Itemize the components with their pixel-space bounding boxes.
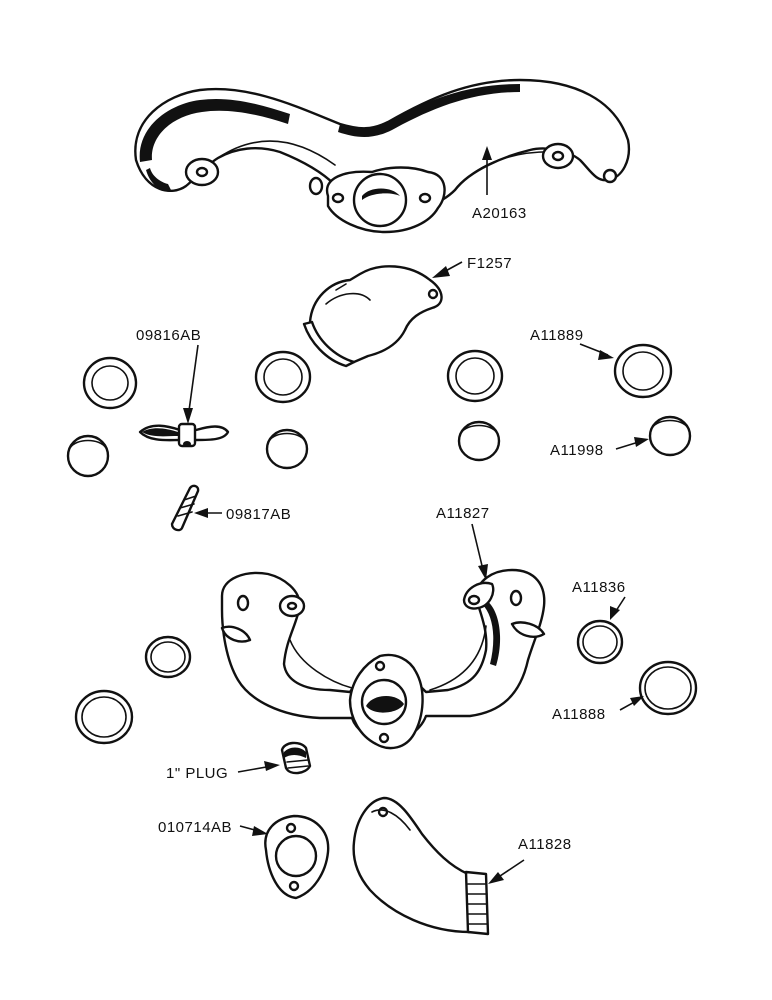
label-010714ab: 010714AB	[158, 819, 268, 836]
label-010714ab-text: 010714AB	[158, 819, 232, 836]
label-a20163-text: A20163	[472, 205, 527, 222]
flange-gasket	[264, 814, 330, 900]
label-a11998-text: A11998	[550, 442, 604, 459]
label-09816ab: 09816AB	[136, 327, 201, 424]
ring-split-left	[144, 635, 192, 679]
label-09817ab: 09817AB	[194, 506, 291, 523]
exhaust-manifold	[134, 78, 631, 234]
intake-manifold	[220, 568, 546, 750]
label-a11836: A11836	[572, 579, 626, 620]
label-a11889: A11889	[530, 327, 614, 360]
split-ring	[576, 619, 624, 665]
label-a20163: A20163	[472, 146, 527, 222]
label-f1257-text: F1257	[467, 255, 512, 272]
label-09817ab-text: 09817AB	[226, 506, 291, 523]
label-a11998: A11998	[550, 437, 649, 459]
label-a11827-text: A11827	[436, 505, 490, 522]
ring-row-upper	[82, 343, 673, 410]
label-a11836-text: A11836	[572, 579, 626, 596]
label-a11888: A11888	[552, 696, 644, 723]
label-f1257: F1257	[432, 255, 512, 278]
label-a11889-text: A11889	[530, 327, 584, 344]
stud	[170, 484, 200, 532]
label-09816ab-text: 09816AB	[136, 327, 201, 344]
sleeve-row	[66, 415, 692, 478]
ring-large-left	[74, 689, 134, 745]
label-a11828: A11828	[488, 836, 572, 884]
wing-nut	[138, 422, 230, 448]
gasket-ring-large-lower	[638, 660, 698, 716]
outlet-elbow	[302, 265, 443, 368]
label-plug: 1" PLUG	[166, 761, 280, 782]
label-a11827: A11827	[436, 505, 490, 580]
elbow-pipe	[352, 796, 490, 936]
label-a11888-text: A11888	[552, 706, 606, 723]
plug	[280, 741, 312, 775]
label-a11828-text: A11828	[518, 836, 572, 853]
label-plug-text: 1" PLUG	[166, 765, 228, 782]
